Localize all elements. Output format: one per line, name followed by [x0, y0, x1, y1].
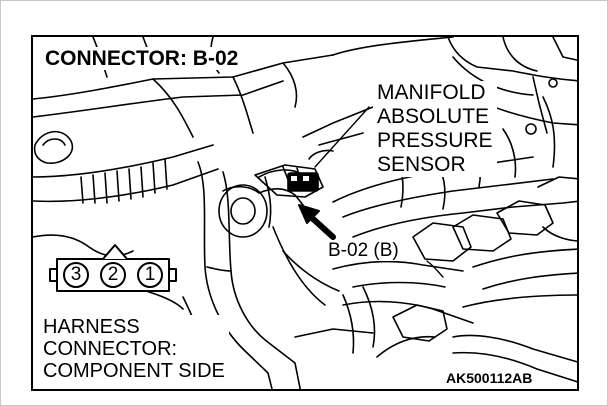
- sensor-label-line-4: SENSOR: [377, 153, 466, 176]
- connector-pin-1: 1: [137, 262, 163, 288]
- connector-pin-3: 3: [63, 262, 89, 288]
- sensor-label-line-2: ABSOLUTE: [377, 105, 490, 128]
- harness-label: HARNESS CONNECTOR: COMPONENT SIDE: [43, 315, 229, 383]
- connector-code-label: B-02 (B): [325, 240, 402, 261]
- reference-code: AK500112AB: [443, 370, 536, 386]
- sensor-label-line-3: PRESSURE: [377, 129, 493, 152]
- connector-pin-2: 2: [100, 262, 126, 288]
- sensor-label: MANIFOLD ABSOLUTE PRESSURE SENSOR: [373, 81, 497, 177]
- harness-label-line-1: HARNESS: [43, 316, 140, 338]
- engine-diagram: 3 2 1 CONNECTOR: B-02 MANIFOLD ABSOLUTE …: [31, 35, 579, 391]
- pointer-arrow-icon: [298, 204, 336, 240]
- sensor-label-line-1: MANIFOLD: [377, 81, 486, 104]
- diagram-title: CONNECTOR: B-02: [43, 47, 243, 70]
- harness-label-line-3: COMPONENT SIDE: [43, 360, 225, 382]
- harness-label-line-2: CONNECTOR:: [43, 338, 178, 360]
